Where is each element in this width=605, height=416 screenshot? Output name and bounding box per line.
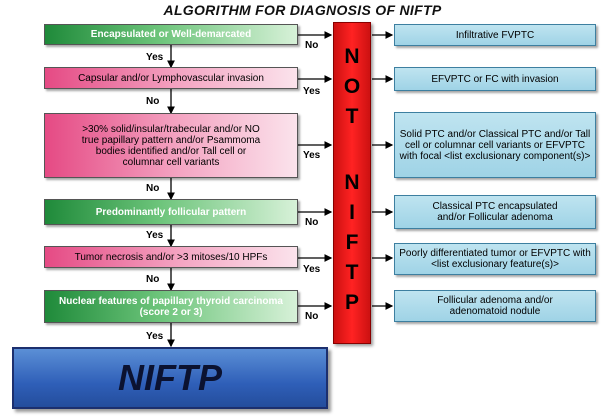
label-down-6: Yes xyxy=(146,331,164,342)
outcome-follicular-adenoma: Follicular adenoma and/or adenomatoid no… xyxy=(394,290,596,322)
step-follicular-pattern: Predominantly follicular pattern xyxy=(44,199,298,225)
not-niftp-letter: T xyxy=(345,105,359,128)
not-niftp-letter: N xyxy=(344,45,360,68)
niftp-result-label: NIFTP xyxy=(118,357,222,398)
label-down-5: No xyxy=(146,274,160,285)
step-tumor-necrosis: Tumor necrosis and/or >3 mitoses/10 HPFs xyxy=(44,246,298,268)
outcome-classical-ptc: Classical PTC encapsulated and/or Follic… xyxy=(394,195,596,229)
not-niftp-letter: I xyxy=(349,201,355,224)
label-down-1: Yes xyxy=(146,52,164,63)
outcome-infiltrative-fvptc: Infiltrative FVPTC xyxy=(394,24,596,46)
not-niftp-letter: F xyxy=(345,231,359,254)
label-down-3: No xyxy=(146,183,160,194)
label-down-2: No xyxy=(146,96,160,107)
not-niftp-letter: T xyxy=(345,261,359,284)
outcome-efvptc-invasion: EFVPTC or FC with invasion xyxy=(394,67,596,91)
not-niftp-bar: N O T N I F T P xyxy=(333,22,371,344)
outcome-solid-ptc: Solid PTC and/or Classical PTC and/or Ta… xyxy=(394,112,596,178)
not-niftp-letter: N xyxy=(344,171,360,194)
label-side-6: No xyxy=(305,311,319,322)
outcome-poorly-differentiated: Poorly differentiated tumor or EFVPTC wi… xyxy=(394,243,596,275)
step-solid-pattern: >30% solid/insular/trabecular and/or NO … xyxy=(44,113,298,178)
label-side-2: Yes xyxy=(303,86,321,97)
niftp-result-box: NIFTP xyxy=(12,347,328,409)
not-niftp-letter: P xyxy=(344,291,359,314)
diagram-title: ALGORITHM FOR DIAGNOSIS OF NIFTP xyxy=(163,2,442,18)
step-capsular-invasion: Capsular and/or Lymphovascular invasion xyxy=(44,67,298,89)
step-nuclear-features: Nuclear features of papillary thyroid ca… xyxy=(44,290,298,323)
label-side-5: Yes xyxy=(303,264,321,275)
label-side-1: No xyxy=(305,40,319,51)
label-side-3: Yes xyxy=(303,150,321,161)
not-niftp-letter: O xyxy=(343,75,361,98)
label-down-4: Yes xyxy=(146,230,164,241)
step-encapsulated: Encapsulated or Well-demarcated xyxy=(44,24,298,45)
label-side-4: No xyxy=(305,217,319,228)
